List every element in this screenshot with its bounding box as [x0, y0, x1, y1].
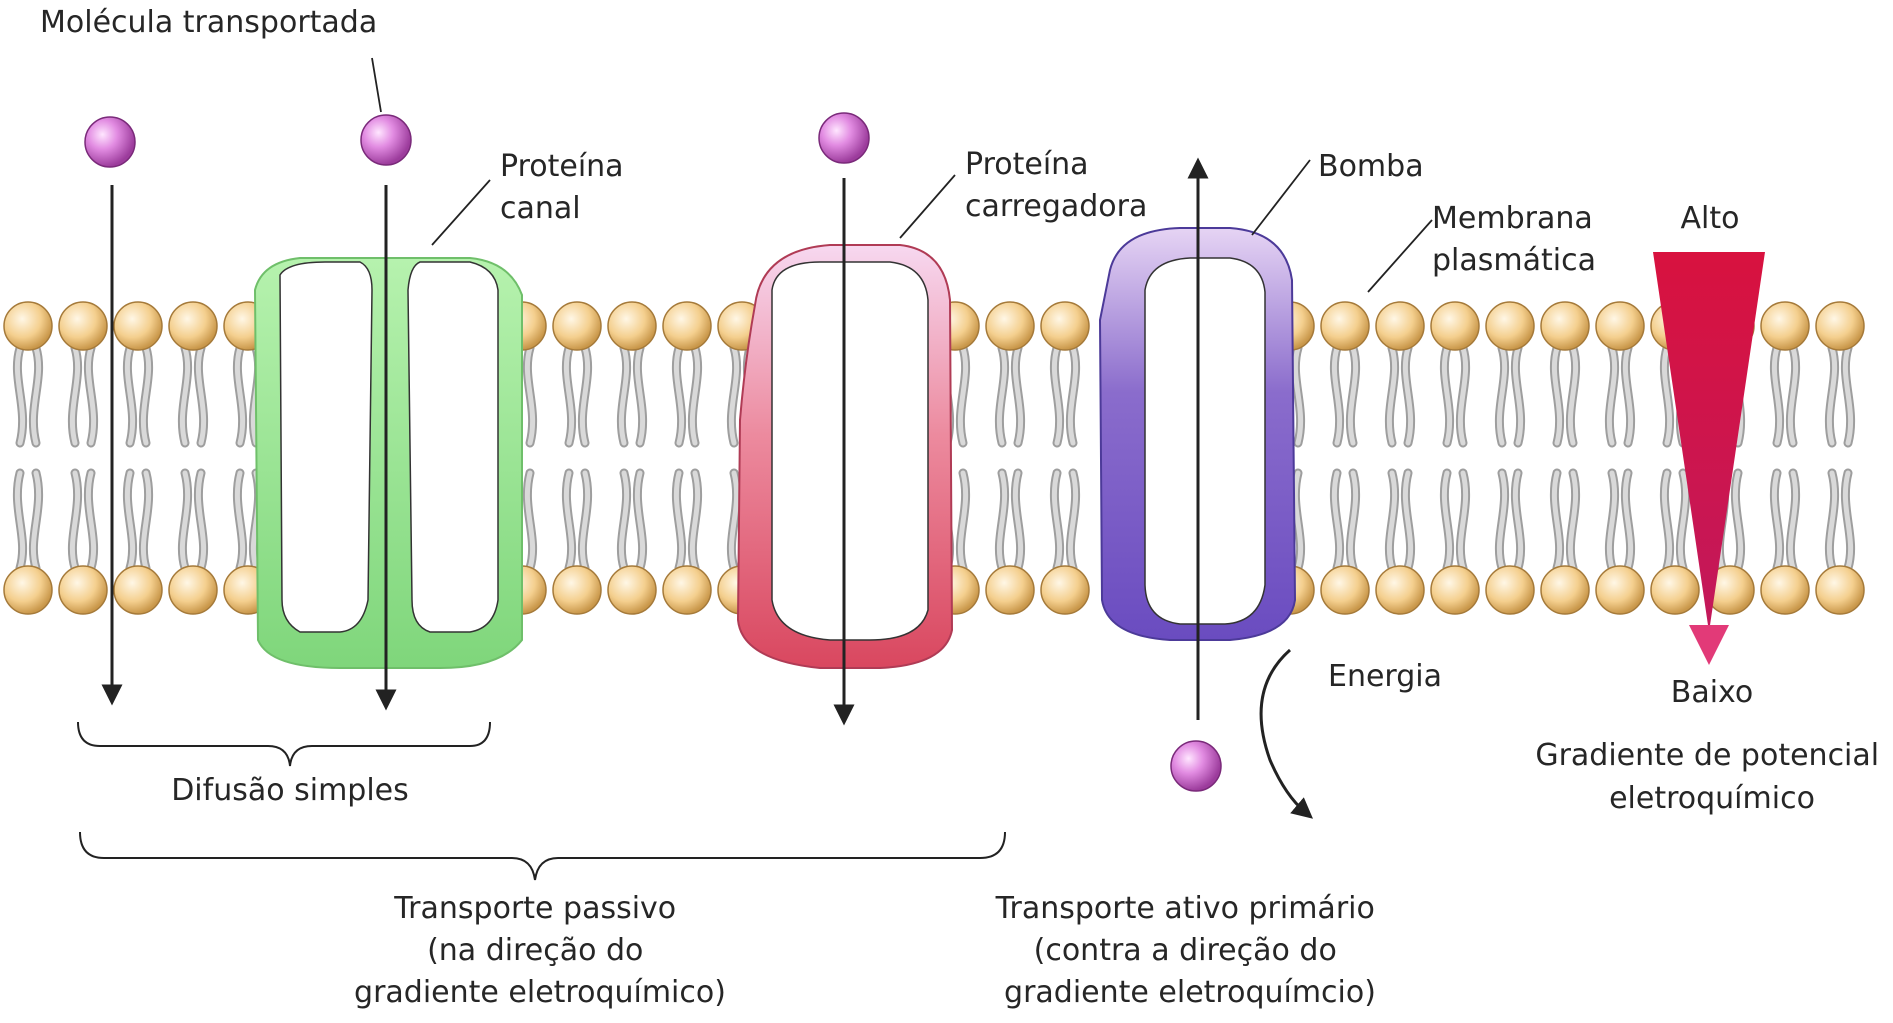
molecule-sphere-icon: [85, 117, 135, 167]
lipid-head-icon: [1486, 302, 1534, 350]
leader-membrane: [1368, 220, 1432, 292]
lipid-head-icon: [986, 566, 1034, 614]
lipid-head-icon: [1816, 302, 1864, 350]
lipid-head-icon: [553, 302, 601, 350]
lipid-head-icon: [59, 566, 107, 614]
lipid-head-icon: [1651, 566, 1699, 614]
lipid-head-icon: [663, 302, 711, 350]
energy-label: Energia: [1328, 659, 1442, 694]
lipid-head-icon: [1321, 566, 1369, 614]
lipid-head-icon: [1541, 302, 1589, 350]
molecule-sphere-icon: [819, 113, 869, 163]
lipid-head-icon: [1041, 302, 1089, 350]
active-transport-label: Transporte ativo primário (contra a dire…: [995, 891, 1385, 1010]
lipid-head-icon: [1041, 566, 1089, 614]
low-label: Baixo: [1671, 675, 1754, 710]
energy-arrow-icon: [1261, 650, 1305, 812]
lipid-head-icon: [169, 566, 217, 614]
leader-molecule: [372, 58, 381, 112]
lipid-head-icon: [4, 566, 52, 614]
lipid-head-icon: [1596, 302, 1644, 350]
lipid-head-icon: [1376, 302, 1424, 350]
lipid-head-icon: [608, 302, 656, 350]
lipid-head-icon: [1761, 566, 1809, 614]
leader-channel: [432, 180, 490, 245]
lipid-head-icon: [1376, 566, 1424, 614]
lipid-head-icon: [1761, 302, 1809, 350]
lipid-head-icon: [1321, 302, 1369, 350]
channel-protein-label: Proteína canal: [500, 149, 633, 226]
simple-diffusion-label: Difusão simples: [171, 773, 409, 808]
carrier-protein-label: Proteína carregadora: [965, 147, 1147, 224]
pump-label: Bomba: [1318, 149, 1424, 184]
lipid-head-icon: [4, 302, 52, 350]
lipid-head-icon: [1541, 566, 1589, 614]
lipid-head-icon: [114, 302, 162, 350]
lipid-head-icon: [1596, 566, 1644, 614]
lipid-head-icon: [114, 566, 162, 614]
lipid-head-icon: [1431, 302, 1479, 350]
channel-protein: [255, 258, 522, 668]
leader-carrier: [900, 175, 955, 238]
passive-transport-brace-icon: [80, 832, 1005, 880]
lipid-head-icon: [1816, 566, 1864, 614]
molecule-sphere-icon: [361, 115, 411, 165]
passive-transport-label: Transporte passivo (na direção do gradie…: [354, 891, 726, 1010]
high-label: Alto: [1681, 201, 1740, 236]
gradient-label: Gradiente de potencial eletroquímico: [1535, 738, 1888, 816]
lipid-head-icon: [169, 302, 217, 350]
lipid-head-icon: [608, 566, 656, 614]
lipid-head-icon: [553, 566, 601, 614]
lipid-head-icon: [663, 566, 711, 614]
leader-pump: [1252, 160, 1310, 235]
plasma-membrane-label: Membrana plasmática: [1432, 201, 1602, 278]
lipid-head-icon: [59, 302, 107, 350]
lipid-head-icon: [986, 302, 1034, 350]
simple-diffusion-brace-icon: [78, 722, 490, 766]
lipid-head-icon: [1486, 566, 1534, 614]
transported-molecule-label: Molécula transportada: [40, 5, 377, 40]
molecule-sphere-icon: [1171, 741, 1221, 791]
lipid-head-icon: [1431, 566, 1479, 614]
